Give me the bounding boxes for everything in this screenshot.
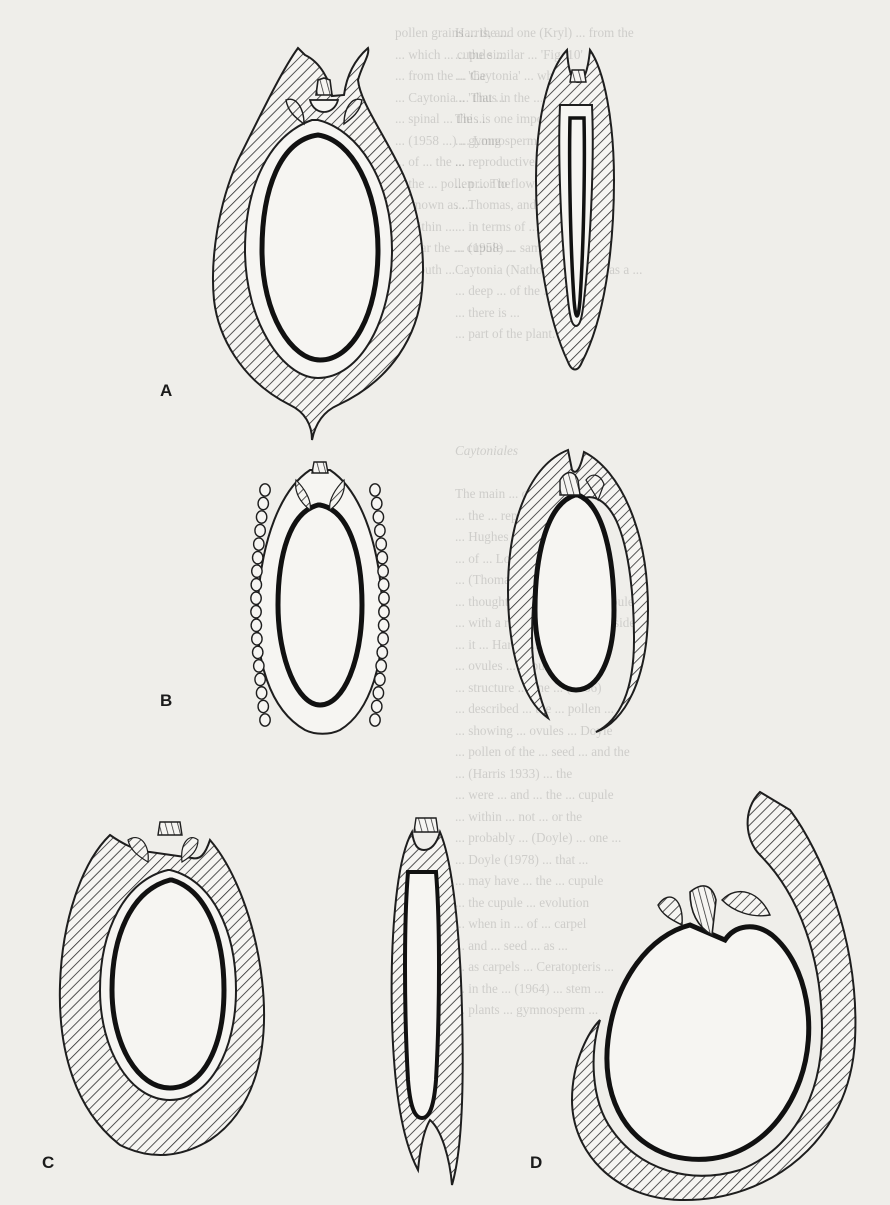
panel-b-open-seed-drawing bbox=[508, 450, 648, 732]
panel-b-bead bbox=[372, 497, 382, 509]
panel-b-drawing bbox=[251, 462, 389, 734]
panel-b-bead bbox=[378, 619, 388, 631]
panel-b-bead bbox=[252, 633, 262, 645]
panel-a-label: A bbox=[160, 381, 172, 400]
panel-d-label: D bbox=[530, 1153, 542, 1172]
panel-a-drawing bbox=[213, 48, 423, 440]
panel-b-bead bbox=[254, 660, 264, 672]
panel-b-bead bbox=[370, 714, 380, 726]
panel-d-drawing bbox=[572, 792, 855, 1200]
panel-b-bead bbox=[251, 606, 261, 618]
panel-b-bead bbox=[375, 524, 385, 536]
panel-b-bead bbox=[256, 687, 266, 699]
panel-b-bead bbox=[372, 700, 382, 712]
panel-b-bead bbox=[379, 606, 389, 618]
panel-b-bead bbox=[378, 565, 388, 577]
panel-b-bead bbox=[260, 484, 270, 496]
panel-b-bead bbox=[376, 538, 386, 550]
panel-b-bead bbox=[258, 497, 268, 509]
panel-b-bead bbox=[251, 592, 261, 604]
panel-b-bead bbox=[375, 673, 385, 685]
panel-b-bead bbox=[254, 538, 264, 550]
panel-b-bead bbox=[377, 551, 387, 563]
panel-b-bead bbox=[252, 565, 262, 577]
panel-b-bead bbox=[260, 714, 270, 726]
panel-b-bead bbox=[379, 592, 389, 604]
panel-b-bead bbox=[258, 700, 268, 712]
panel-b-bead bbox=[376, 660, 386, 672]
panel-b-bead bbox=[251, 619, 261, 631]
panel-b-bead bbox=[255, 673, 265, 685]
panel-b-bead bbox=[373, 687, 383, 699]
panel-b-bead bbox=[256, 511, 266, 523]
panel-b-bead bbox=[253, 646, 263, 658]
panel-a-narrow-seed-drawing bbox=[536, 50, 614, 370]
panel-b-bead bbox=[251, 579, 261, 591]
panel-b-bead bbox=[377, 646, 387, 658]
panel-c-drawing bbox=[60, 818, 463, 1185]
panel-c-label: C bbox=[42, 1153, 54, 1172]
panel-b-bead bbox=[255, 524, 265, 536]
panel-b-bead bbox=[378, 633, 388, 645]
panel-b-bead bbox=[370, 484, 380, 496]
panel-b-bead bbox=[378, 579, 388, 591]
panel-b-bead bbox=[253, 551, 263, 563]
panel-b-label: B bbox=[160, 691, 172, 710]
panel-b-bead bbox=[373, 511, 383, 523]
